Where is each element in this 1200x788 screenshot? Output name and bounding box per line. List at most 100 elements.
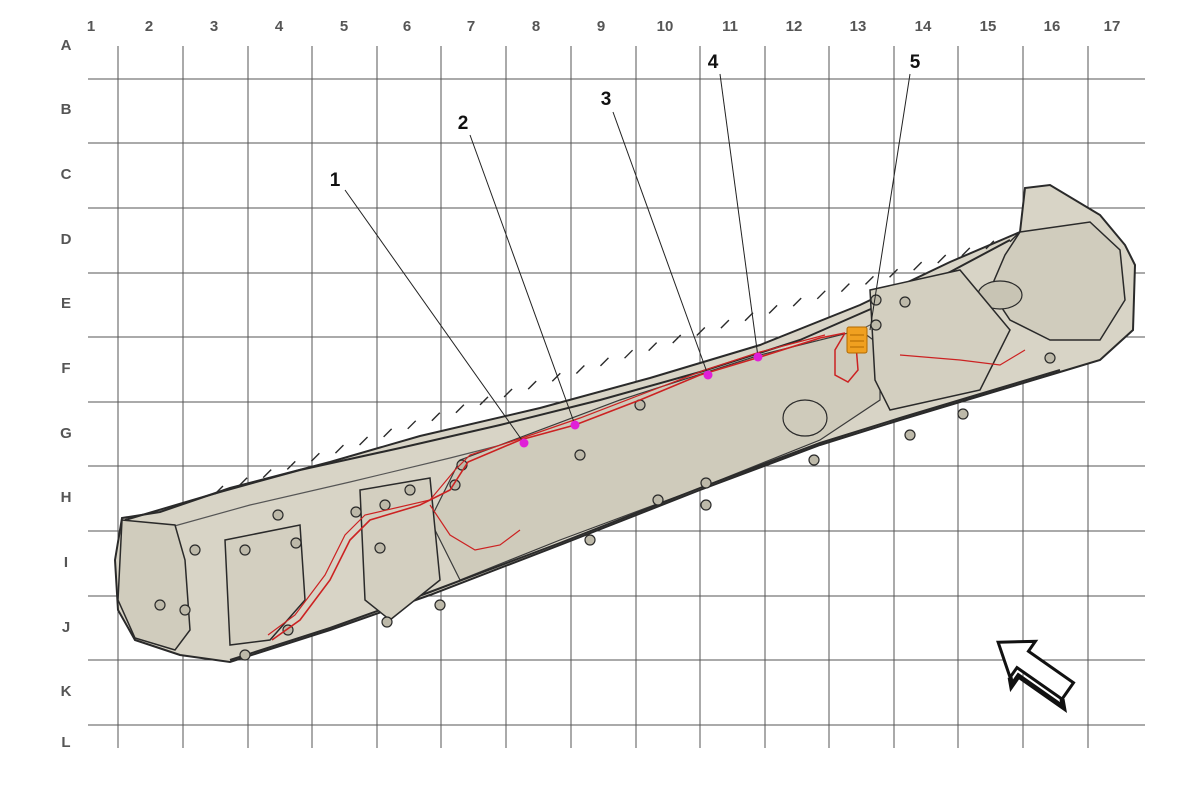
bumper-rib xyxy=(359,436,369,446)
fastener xyxy=(652,494,664,506)
bumper-rib xyxy=(768,304,778,314)
bumper-rib xyxy=(310,452,320,462)
callout-3: 3 xyxy=(601,89,713,380)
fastener xyxy=(574,449,586,461)
callout-label: 2 xyxy=(458,113,469,134)
bumper-rib xyxy=(720,319,730,329)
fastener xyxy=(904,429,916,441)
callout-leader-line xyxy=(469,134,576,426)
bumper-rib xyxy=(238,477,248,487)
bumper-rib xyxy=(985,240,995,250)
connector-icon xyxy=(846,326,868,354)
fastener xyxy=(700,477,712,489)
bumper-rib xyxy=(527,380,537,390)
fastener xyxy=(350,506,362,518)
center-left-bracket xyxy=(359,477,441,621)
harness-main-run xyxy=(271,332,846,641)
grid-column-label: 13 xyxy=(850,18,867,35)
callout-label: 3 xyxy=(601,89,612,110)
bumper-rib xyxy=(792,297,802,307)
callout-label: 1 xyxy=(330,170,341,191)
grid-row-label: E xyxy=(61,295,71,312)
harness-right-run xyxy=(899,349,1026,366)
callout-leader-line xyxy=(869,73,911,331)
clip-marker xyxy=(703,370,713,380)
grid-column-label: 15 xyxy=(980,18,997,35)
harness-connector-lead xyxy=(834,332,859,383)
bumper-rib xyxy=(624,349,634,359)
callout-group: 1 2 3 4 5 xyxy=(330,52,921,448)
grid-column-label: 16 xyxy=(1044,18,1061,35)
bumper-rib xyxy=(1009,233,1019,243)
grid-column-label: 12 xyxy=(786,18,803,35)
fastener xyxy=(379,499,391,511)
bumper-rib xyxy=(672,334,682,344)
bumper-rib xyxy=(431,412,441,422)
harness-branch-loop xyxy=(429,504,521,551)
bumper-rib xyxy=(334,444,344,454)
bumper-rib xyxy=(816,290,826,300)
grid-column-label: 7 xyxy=(467,18,475,35)
fastener xyxy=(272,509,284,521)
bumper-left-end xyxy=(117,519,191,651)
grid-row-label: L xyxy=(61,734,70,751)
fastener xyxy=(374,542,386,554)
callout-4: 4 xyxy=(708,52,763,362)
fastener xyxy=(239,649,251,661)
grid-row-label: F xyxy=(61,360,70,377)
clip-marker xyxy=(753,352,763,362)
bumper-rib xyxy=(864,275,874,285)
callout-1: 1 xyxy=(330,170,529,448)
grid-column-label: 6 xyxy=(403,18,411,35)
bumper-rib xyxy=(214,485,224,495)
bumper-rib xyxy=(455,404,465,414)
fastener xyxy=(381,616,393,628)
fastener xyxy=(1044,352,1056,364)
fastener xyxy=(179,604,191,616)
bumper-rib xyxy=(913,261,923,271)
bumper-ribs xyxy=(214,233,1019,495)
wiring-harness xyxy=(267,332,1026,641)
grid-column-label: 4 xyxy=(275,18,284,35)
grid-column-label: 3 xyxy=(210,18,218,35)
clip-marker xyxy=(519,438,529,448)
fastener xyxy=(957,408,969,420)
bumper-rib xyxy=(937,254,947,264)
fastener xyxy=(239,544,251,556)
callout-leader-line xyxy=(344,189,525,444)
harness-parallel-run xyxy=(267,334,826,636)
bumper-rib xyxy=(383,428,393,438)
bumper-rib xyxy=(840,283,850,293)
grid-column-label: 5 xyxy=(340,18,348,35)
bumper-rib xyxy=(744,312,754,322)
callout-leader-line xyxy=(612,111,709,376)
fastener xyxy=(404,484,416,496)
grid-row-label: C xyxy=(61,166,72,183)
grid-column-label: 9 xyxy=(597,18,605,35)
grid-column-label: 1 xyxy=(87,18,95,35)
fastener xyxy=(584,534,596,546)
bumper-lower-edge xyxy=(229,369,1061,661)
fastener xyxy=(808,454,820,466)
bumper-rib xyxy=(286,460,296,470)
bumper-rib xyxy=(648,342,658,352)
callout-5: 5 xyxy=(869,52,921,331)
bumper-inner-panel xyxy=(429,329,881,581)
callout-label: 4 xyxy=(708,52,719,73)
grid-row-label: B xyxy=(61,101,72,118)
bumper-rib xyxy=(503,388,513,398)
bumper-rib xyxy=(551,372,561,382)
fastener xyxy=(870,319,882,331)
grid-row-label: H xyxy=(61,489,72,506)
fastener xyxy=(154,599,166,611)
bumper-right-end xyxy=(989,221,1126,341)
fastener xyxy=(700,499,712,511)
fastener xyxy=(290,537,302,549)
callout-2: 2 xyxy=(458,113,580,430)
callout-label: 5 xyxy=(910,52,921,73)
grid-row-label: A xyxy=(61,37,72,54)
bumper-rib xyxy=(479,396,489,406)
